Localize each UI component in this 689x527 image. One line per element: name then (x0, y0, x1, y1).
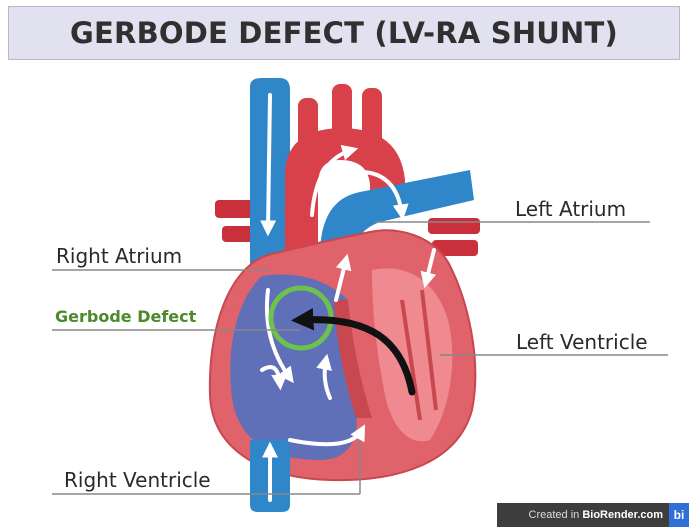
credit-brand: BioRender.com (582, 509, 663, 521)
flow-arrow-svc (268, 95, 270, 230)
biorender-credit[interactable]: Created in BioRender.com bi (497, 503, 689, 527)
label-left-atrium: Left Atrium (515, 199, 626, 219)
label-left-ventricle: Left Ventricle (516, 332, 648, 352)
credit-prefix: Created in (529, 509, 583, 521)
label-right-atrium: Right Atrium (56, 246, 182, 266)
credit-text: Created in BioRender.com (529, 509, 670, 521)
label-right-ventricle: Right Ventricle (64, 470, 211, 490)
biorender-badge-icon: bi (669, 503, 689, 527)
label-gerbode-defect: Gerbode Defect (55, 309, 196, 325)
